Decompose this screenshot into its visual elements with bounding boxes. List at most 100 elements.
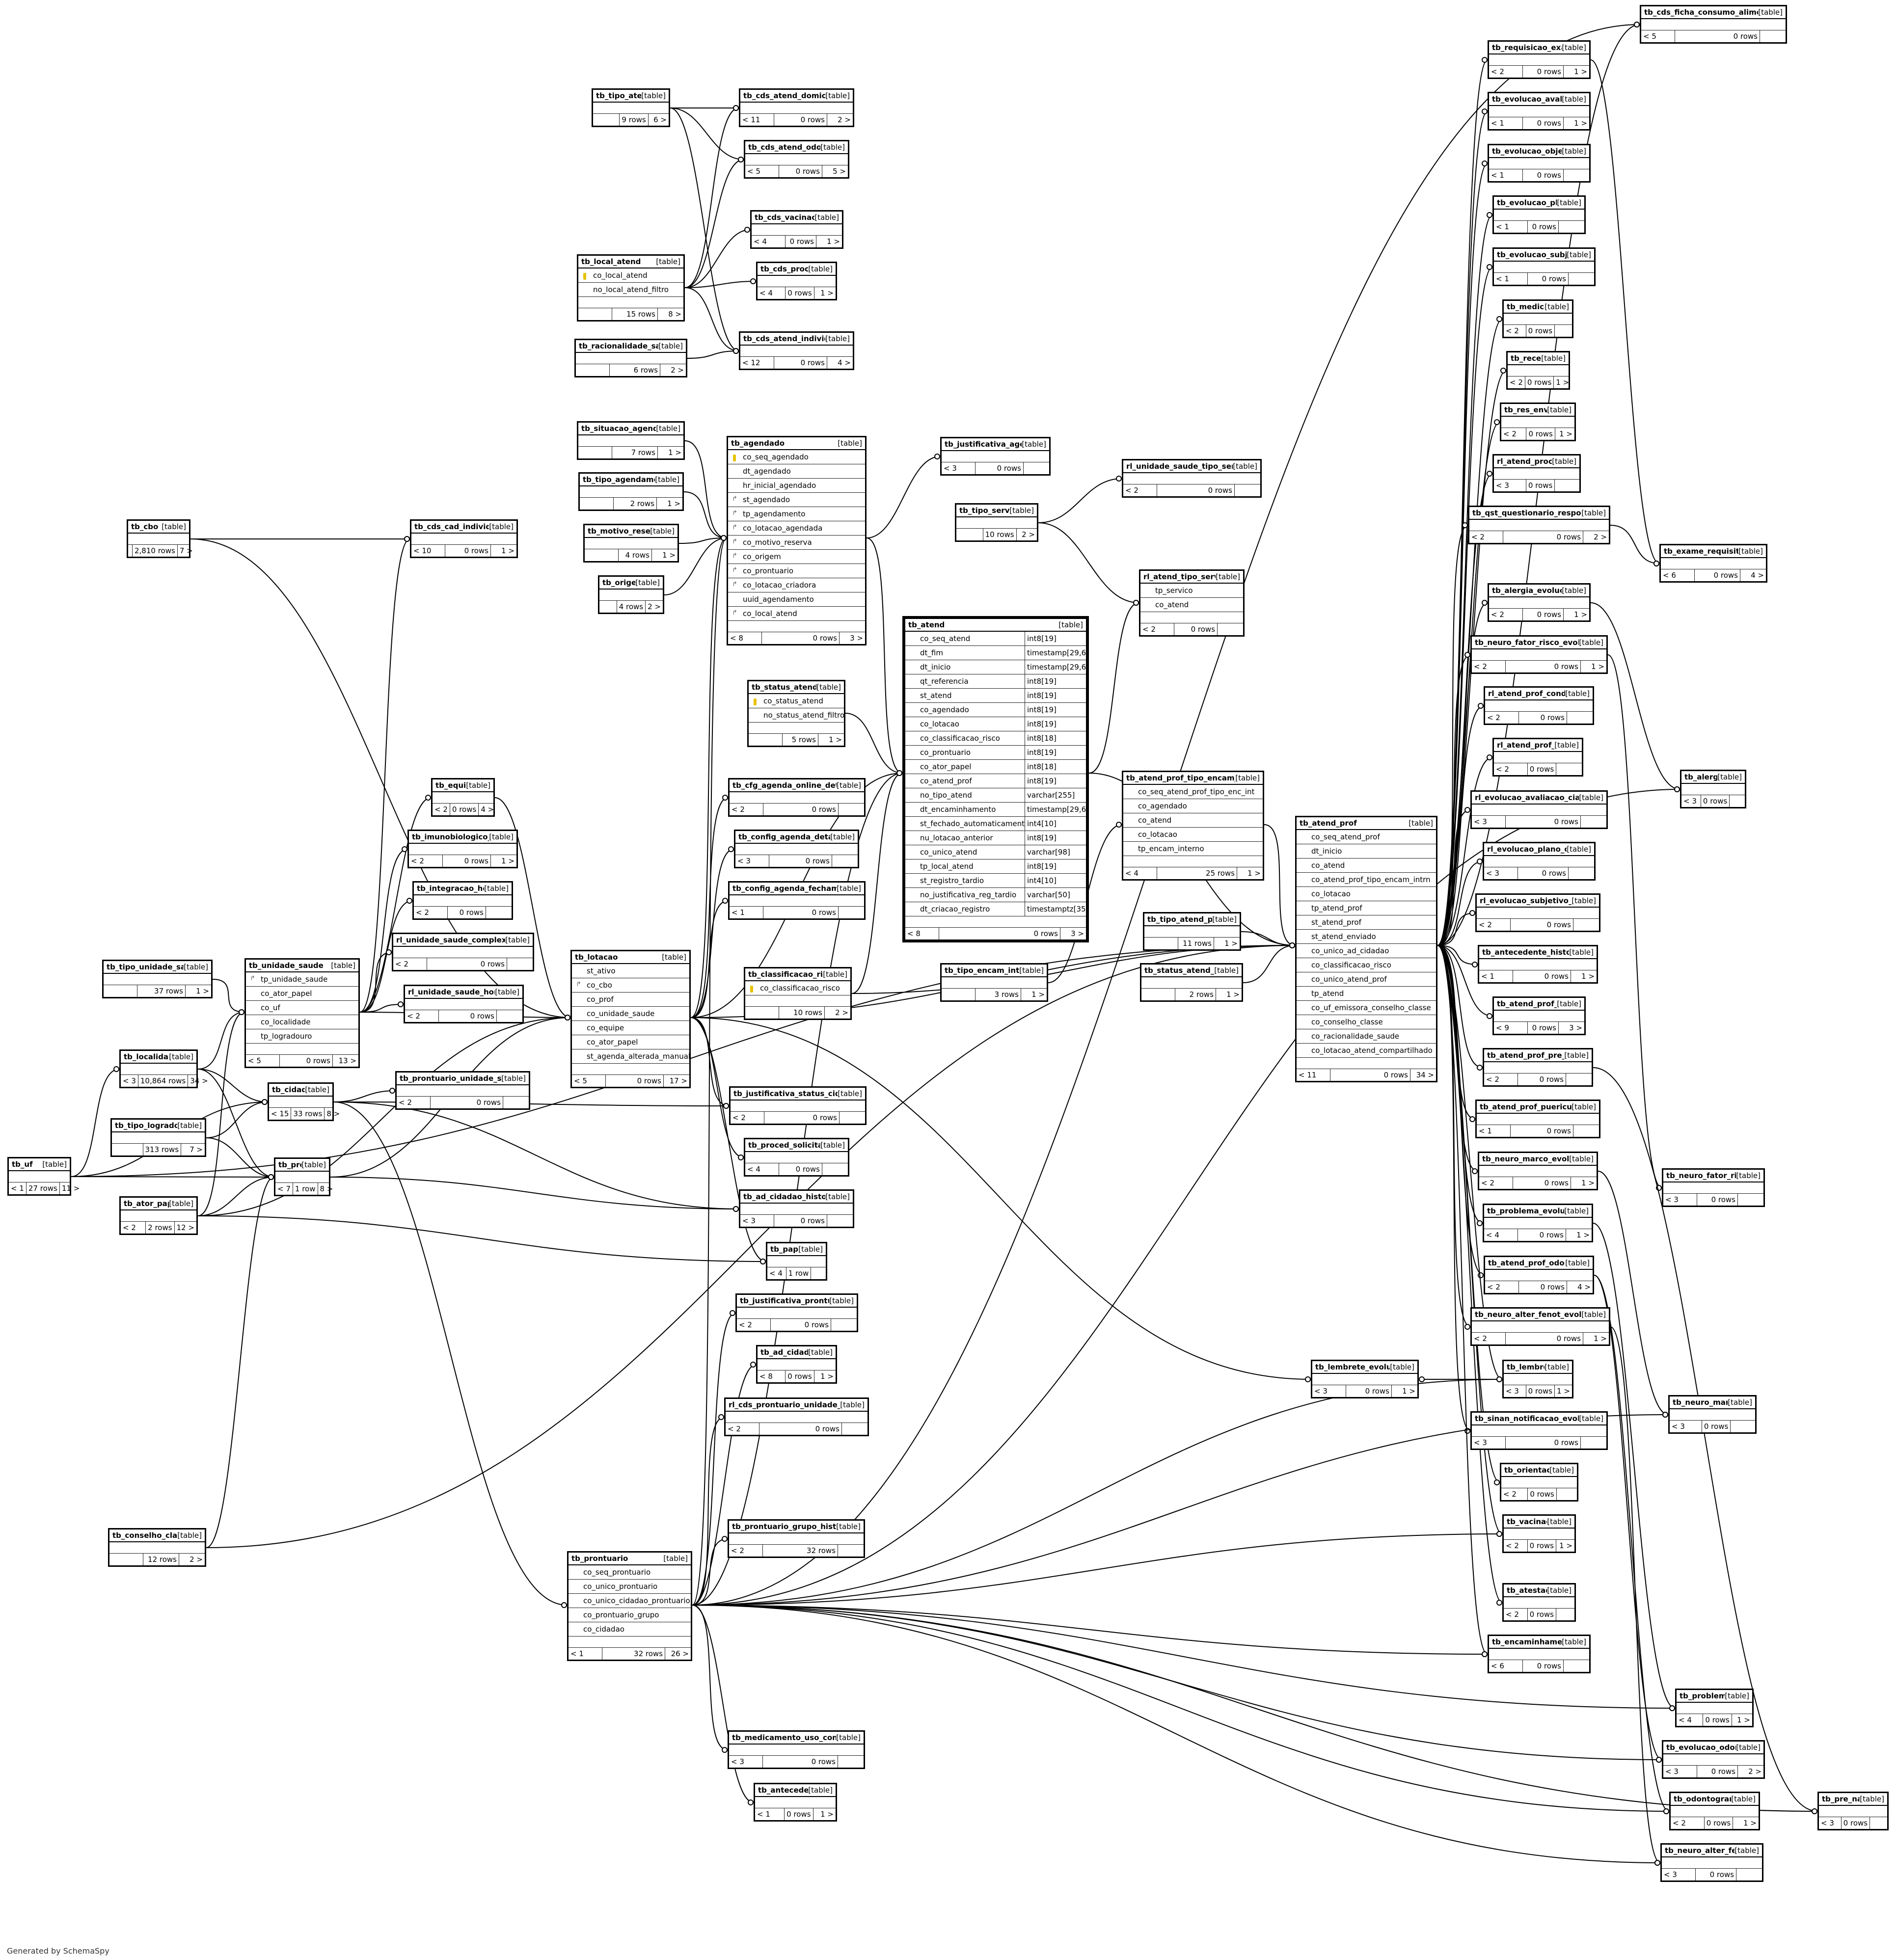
children-count[interactable]: 2 > — [1748, 1767, 1762, 1776]
column-row[interactable]: co_prof — [572, 993, 689, 1007]
children-count[interactable] — [1573, 919, 1599, 931]
parents-count[interactable]: < 2 — [1484, 1074, 1518, 1085]
children-count[interactable] — [1564, 1660, 1589, 1672]
table-name[interactable]: tb_proced_solicitado — [748, 1141, 821, 1150]
table-name[interactable]: tb_tipo_unidade_saude — [107, 963, 184, 971]
children-count[interactable]: 34 > — [190, 1076, 208, 1085]
table-name[interactable]: tb_classificacao_risco — [748, 970, 823, 979]
table-name[interactable]: tb_ad_cidadao_historico — [743, 1192, 826, 1201]
table-tb-justificativa-status-ciddao[interactable]: tb_justificativa_status_ciddao[table]< 2… — [729, 1086, 867, 1125]
table-name[interactable]: tb_tipo_atend — [596, 91, 642, 100]
parents-count[interactable]: < 2 — [1477, 919, 1511, 931]
parents-count[interactable]: < 2 — [1472, 661, 1506, 672]
parents-count[interactable]: < 2 — [1489, 609, 1523, 620]
table-tb-sinan-notificacao-evolucao[interactable]: tb_sinan_notificacao_evolucao[table]< 30… — [1470, 1411, 1608, 1450]
table-tb-proced-solicitado[interactable]: tb_proced_solicitado[table]< 40 rows — [744, 1138, 849, 1177]
parents-count[interactable]: < 5 — [1641, 30, 1675, 42]
parents-count[interactable] — [112, 1144, 143, 1155]
table-name[interactable]: tb_localidade — [124, 1052, 169, 1061]
table-tb-atend-prof-pre-natal[interactable]: tb_atend_prof_pre_natal[table]< 20 rows — [1483, 1048, 1593, 1087]
table-name[interactable]: tb_atend_prof_pre_natal — [1487, 1051, 1564, 1060]
parents-count[interactable]: < 2 — [1485, 712, 1519, 724]
parents-count[interactable]: < 8 — [758, 1370, 786, 1382]
column-row[interactable]: no_status_atend_filtro — [749, 708, 844, 723]
column-row[interactable]: tp_encam_interno — [1123, 842, 1263, 856]
children-count[interactable] — [1556, 1609, 1574, 1620]
column-row[interactable]: tp_atend — [1297, 987, 1436, 1001]
column-row[interactable]: tp_servico — [1140, 584, 1243, 598]
table-name[interactable]: tb_neuro_alter_fenot_evolucao — [1475, 1310, 1582, 1319]
column-row[interactable]: st_atend_enviado — [1297, 930, 1436, 944]
children-count[interactable] — [1559, 221, 1584, 233]
table-rl-unidade-saude-tipo-servico[interactable]: rl_unidade_saude_tipo_servico[table]< 20… — [1122, 459, 1262, 498]
parents-count[interactable]: < 3 — [1472, 816, 1506, 828]
children-count[interactable] — [503, 1097, 529, 1108]
table-tb-medicao[interactable]: tb_medicao[table]< 20 rows — [1502, 299, 1573, 338]
parents-count[interactable] — [576, 364, 610, 376]
column-row[interactable]: co_racionalidade_saude — [1297, 1029, 1436, 1044]
table-tb-neuro-fator-risco-evolucao[interactable]: tb_neuro_fator_risco_evolucao[table]< 20… — [1470, 635, 1608, 674]
column-row[interactable]: co_ator_papel — [246, 987, 358, 1001]
column-row[interactable]: co_prontuario_grupo — [569, 1608, 691, 1622]
parents-count[interactable]: < 2 — [397, 1097, 431, 1108]
children-count[interactable]: 8 > — [320, 1184, 333, 1193]
table-name[interactable]: tb_odontograma — [1674, 1795, 1731, 1803]
table-name[interactable]: tb_integracao_horus — [417, 884, 484, 893]
children-count[interactable] — [497, 1010, 522, 1022]
parents-count[interactable]: < 3 — [1484, 867, 1518, 879]
column-row[interactable]: co_motivo_reserva — [728, 536, 865, 550]
column-row[interactable]: co_unico_prontuario — [569, 1580, 691, 1594]
children-count[interactable]: 1 > — [1574, 119, 1587, 128]
parents-count[interactable]: < 4 — [758, 287, 786, 299]
table-name[interactable]: tb_cfg_agenda_online_detalhe — [732, 781, 837, 790]
children-count[interactable] — [1731, 1421, 1755, 1432]
children-count[interactable]: 2 > — [838, 115, 851, 124]
table-name[interactable]: tb_res_envio — [1504, 405, 1547, 414]
table-name[interactable]: tb_racionalidade_saude — [579, 342, 659, 350]
column-row[interactable]: co_conselho_classe — [1297, 1015, 1436, 1029]
table-name[interactable]: tb_neuro_alter_fenot — [1665, 1846, 1735, 1855]
column-row[interactable]: co_seq_agendado — [728, 450, 865, 464]
parents-count[interactable]: < 3 — [1681, 795, 1701, 807]
column-row[interactable]: no_local_atend_filtro — [578, 283, 683, 297]
table-tb-papel[interactable]: tb_papel[table]< 41 row — [766, 1242, 827, 1281]
children-count[interactable]: 4 > — [838, 358, 851, 367]
table-name[interactable]: tb_cds_vacinacao — [755, 213, 815, 222]
column-row[interactable]: st_atend_prof — [1297, 915, 1436, 930]
children-count[interactable] — [822, 1163, 848, 1175]
children-count[interactable] — [1569, 273, 1594, 285]
table-name[interactable]: tb_evolucao_odonto — [1666, 1743, 1736, 1752]
table-name[interactable]: tb_encaminhamento — [1492, 1638, 1562, 1646]
column-row[interactable]: co_classificacao_risco — [1297, 958, 1436, 972]
children-count[interactable]: 1 > — [1556, 378, 1570, 387]
children-count[interactable]: 13 > — [338, 1056, 356, 1065]
table-name[interactable]: tb_prontuario — [571, 1554, 628, 1563]
children-count[interactable]: 3 > — [1071, 929, 1084, 938]
children-count[interactable]: 5 > — [833, 167, 846, 176]
parents-count[interactable]: < 2 — [1504, 325, 1526, 337]
table-name[interactable]: tb_cds_proced — [760, 265, 809, 273]
parents-count[interactable]: < 11 — [740, 114, 774, 126]
column-row[interactable]: co_seq_atend_prof_tipo_enc_int — [1123, 785, 1263, 799]
column-row[interactable]: tp_agendamento — [728, 507, 865, 521]
table-name[interactable]: tb_tipo_servico — [959, 506, 1010, 515]
parents-count[interactable]: < 2 — [1485, 1281, 1519, 1293]
table-tb-alergia[interactable]: tb_alergia[table]< 30 rows — [1680, 770, 1746, 808]
children-count[interactable] — [1736, 1869, 1762, 1880]
column-row[interactable]: co_lotacao — [1123, 828, 1263, 842]
